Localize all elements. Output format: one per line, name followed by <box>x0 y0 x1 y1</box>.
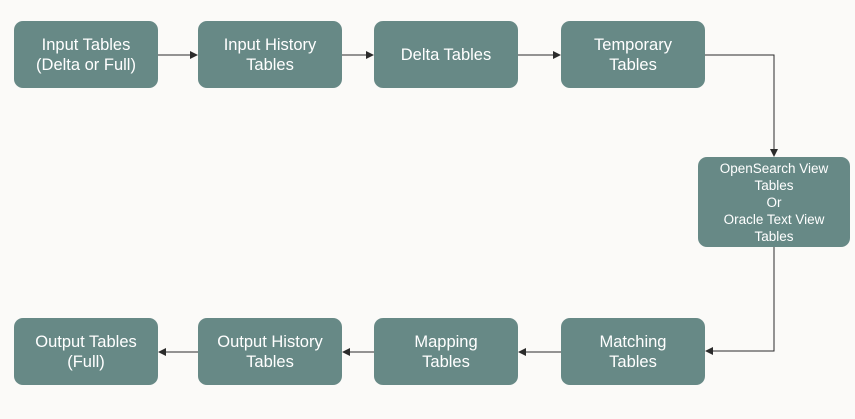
matching-tables-node: Matching Tables <box>561 318 705 385</box>
mapping-tables-node: Mapping Tables <box>374 318 518 385</box>
node-label-line: (Full) <box>67 352 105 371</box>
node-label-line: (Delta or Full) <box>36 55 136 74</box>
view-tables-node: OpenSearch View Tables Or Oracle Text Vi… <box>698 157 850 247</box>
node-label-line: Oracle Text View <box>723 211 825 227</box>
node-label-line: Mapping <box>414 332 478 351</box>
node-label-line: Tables <box>246 55 294 74</box>
node-label-line: Or <box>766 194 782 210</box>
node-label-line: Tables <box>609 352 657 371</box>
node-label-line: Tables <box>754 228 794 244</box>
temporary-tables-node: Temporary Tables <box>561 21 705 88</box>
node-label-line: Tables <box>754 177 794 193</box>
node-label-line: Output Tables <box>35 332 137 351</box>
node-label-line: Input History <box>223 35 317 54</box>
node-label-line: OpenSearch View <box>719 160 829 176</box>
node-label-line: Tables <box>246 352 294 371</box>
node-label-line: Tables <box>609 55 657 74</box>
node-label-line: Matching <box>599 332 667 351</box>
input-tables-node: Input Tables (Delta or Full) <box>14 21 158 88</box>
edge-temporary-to-view <box>705 54 778 157</box>
output-tables-node: Output Tables (Full) <box>14 318 158 385</box>
output-history-tables-node: Output History Tables <box>198 318 342 385</box>
node-label-line: Output History <box>217 332 323 351</box>
node-label-line: Delta Tables <box>400 45 492 64</box>
edge-view-to-matching <box>705 247 775 355</box>
delta-tables-node: Delta Tables <box>374 21 518 88</box>
node-label-line: Temporary <box>594 35 672 54</box>
node-label-line: Tables <box>422 352 470 371</box>
input-history-tables-node: Input History Tables <box>198 21 342 88</box>
node-label-line: Input Tables <box>41 35 131 54</box>
